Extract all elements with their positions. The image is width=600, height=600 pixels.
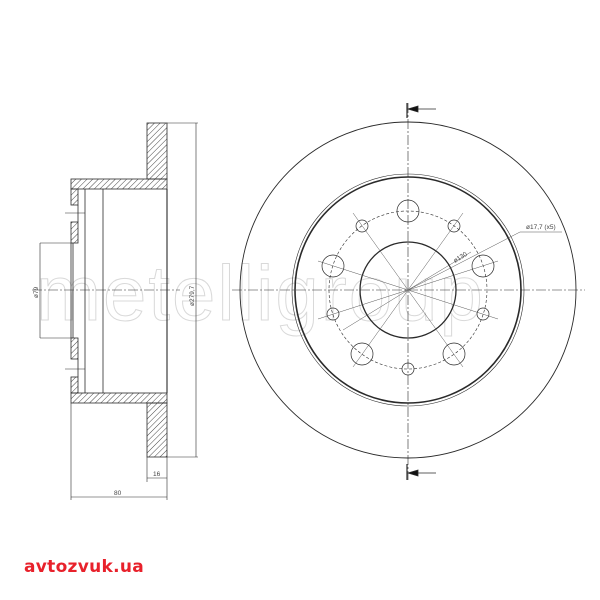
outer-diameter-label: ø279,7 (189, 285, 196, 306)
thickness-label: 16 (153, 471, 161, 478)
site-logo: avtozvuk.ua (24, 557, 144, 577)
hat-wall-upper-hatch (70, 188, 79, 206)
hub-bore-dimension (39, 242, 71, 339)
side-view-section (32, 122, 198, 500)
bottom-flange-hatch (146, 402, 168, 458)
thickness-dimension (146, 457, 168, 500)
hat-wall-lower-hatch (70, 376, 79, 394)
bolt-circle-leader (407, 251, 472, 291)
overall-height-dimension (70, 403, 167, 500)
watermark-text: metelligroup (36, 249, 485, 337)
hat-wall-mid-lower-hatch (70, 337, 79, 360)
front-view (232, 103, 585, 480)
section-arrow-bottom (406, 464, 436, 480)
bolt-hole-leader (407, 231, 562, 291)
hat-top-hatch (70, 178, 168, 190)
hat-wall-mid-upper-hatch (70, 221, 79, 244)
site-logo-text: avtozvuk.ua (24, 557, 145, 577)
overall-height-label: 80 (114, 490, 122, 497)
outer-diameter-dimension (167, 122, 198, 458)
top-flange-hatch (146, 122, 168, 180)
bolt-holes-label: ø17,7 (x5) (526, 224, 556, 231)
section-arrow-top (406, 103, 436, 118)
hat-bottom-hatch (70, 392, 168, 404)
hub-bore-label: ø79 (33, 286, 40, 298)
